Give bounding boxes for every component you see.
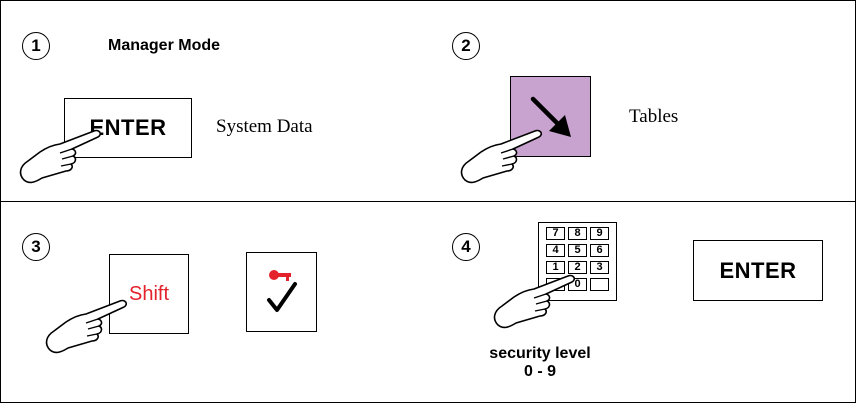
keypad-key[interactable]: 2: [568, 261, 587, 274]
arrow-key[interactable]: [510, 76, 591, 157]
step-badge-2: 2: [452, 32, 480, 60]
pointing-hand-icon: [460, 129, 543, 184]
keypad-key[interactable]: 3: [590, 261, 609, 274]
keypad-key[interactable]: 7: [546, 227, 565, 240]
keypad-key[interactable]: 4: [546, 244, 565, 257]
enter-key-label: ENTER: [719, 257, 797, 283]
panel-divider-horizontal: [0, 201, 856, 202]
key-check-icon: [266, 270, 297, 312]
keypad-key[interactable]: 6: [590, 244, 609, 257]
step-badge-4: 4: [452, 233, 480, 261]
system-data-label: System Data: [216, 116, 313, 137]
keypad-key[interactable]: 1: [546, 261, 565, 274]
tables-label: Tables: [629, 106, 679, 127]
pointing-hand-icon: [493, 274, 576, 329]
security-level-caption: security level 0 - 9: [470, 345, 610, 381]
key-check-key[interactable]: [246, 252, 317, 332]
step-badge-1: 1: [22, 32, 50, 60]
shift-key-label: Shift: [128, 282, 170, 305]
step-badge-3: 3: [22, 233, 50, 261]
pointing-hand-icon: [19, 129, 102, 184]
numeric-keypad: 7 8 9 4 5 6 1 2 3 0: [538, 222, 617, 301]
shift-key[interactable]: Shift: [109, 254, 189, 334]
security-level-range: 0 - 9: [523, 363, 556, 380]
keypad-key[interactable]: 8: [568, 227, 587, 240]
enter-key-label: ENTER: [89, 115, 167, 140]
keypad-key[interactable]: 5: [568, 244, 587, 257]
pointing-hand-icon: [45, 299, 128, 354]
security-level-label: security level: [489, 345, 591, 362]
keypad-key[interactable]: 9: [590, 227, 609, 240]
arrow-down-right-icon: [530, 96, 571, 137]
panel-1-title: Manager Mode: [108, 37, 221, 54]
enter-key[interactable]: ENTER: [693, 240, 823, 301]
enter-key[interactable]: ENTER: [64, 98, 192, 158]
keypad-key[interactable]: [590, 278, 609, 291]
